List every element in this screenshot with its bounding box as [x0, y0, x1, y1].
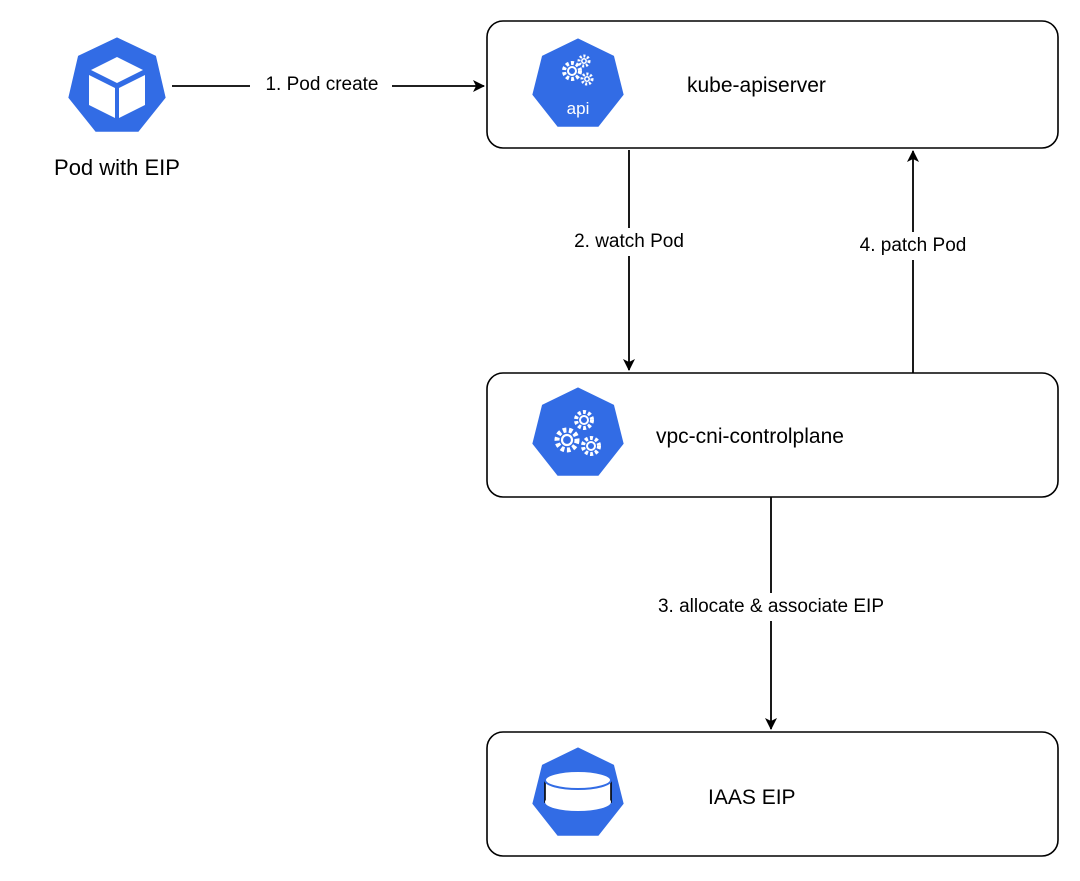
pod-heptagon — [65, 34, 169, 135]
gear-icon — [562, 61, 582, 81]
k8s-controller-gears-icon — [529, 384, 627, 479]
vpc-cni-controlplane-node[interactable]: vpc-cni-controlplane — [486, 372, 1059, 498]
pod-node[interactable]: Pod with EIP — [54, 34, 180, 180]
edge-patch-pod-label: 4. patch Pod — [860, 235, 967, 256]
k8s-api-icon: api — [529, 35, 627, 130]
cylinder-icon — [544, 770, 612, 811]
iaas-eip-label: IAAS EIP — [708, 786, 796, 809]
vpc-cni-controlplane-box — [486, 372, 1059, 498]
gear-icon — [581, 436, 601, 456]
gear-icon — [580, 72, 594, 86]
controller-heptagon — [529, 384, 627, 479]
edge-watch-pod-label: 2. watch Pod — [574, 231, 684, 252]
kube-apiserver-box — [486, 20, 1059, 149]
k8s-pod-cube-icon — [65, 34, 169, 135]
gear-icon — [574, 410, 594, 430]
kube-apiserver-node[interactable]: api kube-apiserver — [486, 20, 1059, 149]
iaas-eip-node[interactable]: IAAS EIP — [486, 731, 1059, 857]
edge-allocate-eip-label: 3. allocate & associate EIP — [658, 596, 884, 617]
edge-watch-pod: 2. watch Pod — [557, 150, 701, 371]
pod-label: Pod with EIP — [54, 155, 180, 180]
gear-icon — [577, 54, 591, 68]
edge-pod-create: 1. Pod create — [172, 72, 485, 98]
vpc-cni-controlplane-label: vpc-cni-controlplane — [656, 425, 844, 448]
edge-pod-create-label: 1. Pod create — [265, 74, 378, 95]
edge-allocate-eip: 3. allocate & associate EIP — [630, 497, 912, 730]
iaas-eip-box — [486, 731, 1059, 857]
cube-right-face — [119, 75, 145, 118]
cube-top-face — [91, 57, 143, 83]
cube-left-face — [89, 75, 115, 118]
api-heptagon — [529, 35, 627, 130]
kube-apiserver-label: kube-apiserver — [687, 74, 826, 97]
api-icon-text: api — [567, 99, 590, 118]
k8s-storage-volume-icon — [529, 744, 627, 839]
gear-icon — [554, 427, 580, 453]
edge-patch-pod: 4. patch Pod — [845, 150, 981, 373]
